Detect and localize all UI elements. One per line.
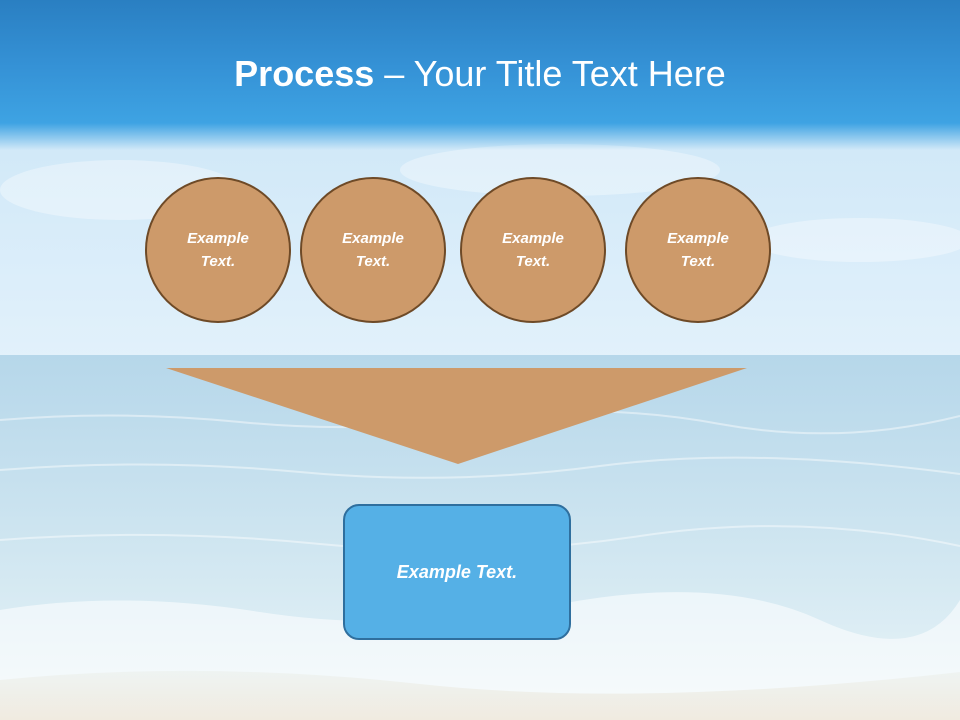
process-step-circle-3: Example Text.	[460, 177, 606, 323]
result-label: Example Text.	[396, 561, 518, 582]
circle-label: Example Text.	[502, 230, 564, 270]
title-rest: – Your Title Text Here	[374, 53, 726, 94]
process-step-circle-1: Example Text.	[145, 177, 291, 323]
circle-label: Example Text.	[187, 230, 249, 270]
title-bold: Process	[234, 53, 375, 94]
process-step-circle-4: Example Text.	[625, 177, 771, 323]
funnel-triangle	[166, 368, 747, 464]
circle-label: Example Text.	[342, 230, 404, 270]
title-bar	[0, 0, 960, 150]
circle-label: Example Text.	[667, 230, 729, 270]
process-step-circle-2: Example Text.	[300, 177, 446, 323]
result-box: Example Text.	[343, 504, 571, 640]
slide-title: Process – Your Title Text Here	[0, 52, 960, 96]
